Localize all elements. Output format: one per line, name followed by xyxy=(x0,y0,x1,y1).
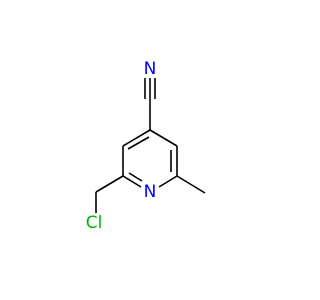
ring-nitrogen-label: N xyxy=(144,182,157,202)
nitrile-nitrogen-label: N xyxy=(144,59,157,79)
nitrile-triple-bond xyxy=(144,78,156,99)
chlorine-label: Cl xyxy=(86,213,103,233)
bond-methyl xyxy=(176,175,206,194)
pyridine-ring xyxy=(122,129,178,188)
molecule-diagram: N N Cl xyxy=(86,59,206,233)
bond-c2-ch2 xyxy=(95,175,124,193)
